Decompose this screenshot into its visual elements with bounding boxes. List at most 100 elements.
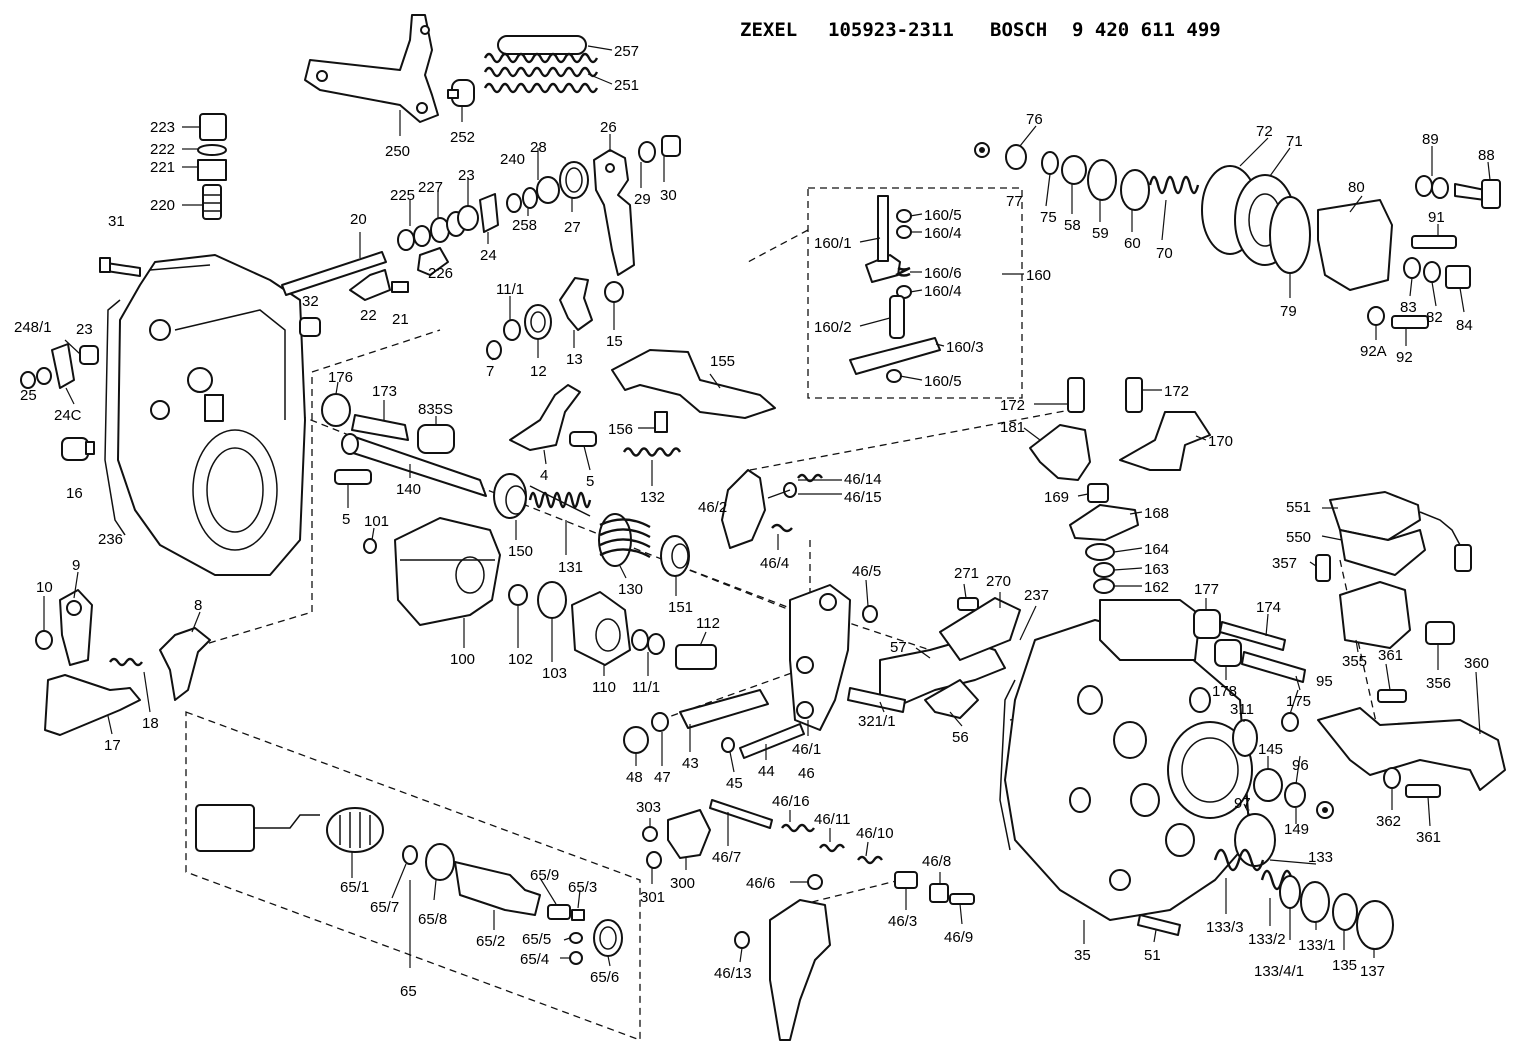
part-46-8-nut [929, 883, 949, 903]
label-48: 48 [626, 769, 643, 786]
label-151: 151 [668, 599, 693, 616]
label-45: 45 [726, 775, 743, 792]
label-28: 28 [530, 139, 547, 156]
part-15-nut [604, 281, 624, 303]
assembly-line [839, 619, 961, 661]
part-252-screw [447, 79, 475, 107]
part-65-4-nut [569, 951, 583, 965]
assembly-line [749, 409, 1071, 471]
label-170: 170 [1208, 433, 1233, 450]
part-24-plate [479, 193, 499, 233]
part-220-screw [202, 184, 222, 220]
part-168-plate [1069, 504, 1139, 541]
part-149-washer [1284, 782, 1306, 808]
part-550-solenoid-body [1339, 529, 1426, 576]
label-95: 95 [1316, 673, 1333, 690]
part-46-5-nut [862, 605, 878, 623]
label-361b: 361 [1416, 829, 1441, 846]
part-46-3-fitting [894, 871, 918, 889]
part-84-nut [1445, 265, 1471, 289]
part-79-plate [1269, 196, 1311, 274]
part-4-lever [509, 384, 581, 451]
part-251-springs [483, 52, 599, 94]
label-248-1: 248/1 [14, 319, 52, 336]
label-103: 103 [542, 665, 567, 682]
label-303: 303 [636, 799, 661, 816]
part-270-plate [939, 597, 1021, 661]
label-11-1a: 11/1 [496, 281, 524, 298]
part-47-washer [651, 712, 669, 732]
part-31-screw [99, 257, 141, 277]
label-24: 24 [480, 247, 497, 264]
label-164: 164 [1144, 541, 1169, 558]
part-77-ball [974, 142, 990, 158]
label-361a: 361 [1378, 647, 1403, 664]
label-84: 84 [1456, 317, 1473, 334]
part-58-plate [1061, 155, 1087, 185]
part-110-housing [571, 591, 631, 666]
label-65-9: 65/9 [530, 867, 559, 884]
label-12: 12 [530, 363, 547, 380]
part-32-nut [299, 317, 321, 337]
label-59: 59 [1092, 225, 1109, 242]
label-60: 60 [1124, 235, 1141, 252]
part-48-cap [623, 726, 649, 754]
part-92a-washer [1367, 306, 1385, 326]
part-24c-plate [51, 343, 75, 389]
part-321-1-pin [847, 687, 906, 713]
part-5-bolt [569, 431, 597, 447]
label-240: 240 [500, 151, 525, 168]
part-360-bracket [1317, 707, 1506, 791]
part-155-lever [611, 349, 776, 419]
part-88-bolt [1454, 179, 1501, 209]
label-57: 57 [890, 639, 907, 656]
label-226: 226 [428, 265, 453, 282]
part-65-5-washer [569, 932, 583, 944]
zexel-part-number: 105923-2311 [828, 19, 954, 41]
part-172a-screw [1067, 377, 1085, 413]
part-169-nut [1087, 483, 1109, 503]
part-23-nut [79, 345, 99, 365]
part-5-screw [334, 469, 372, 485]
part-46-4-spring [771, 523, 793, 533]
label-357: 357 [1272, 555, 1297, 572]
assembly-line [689, 569, 791, 609]
label-79: 79 [1280, 303, 1297, 320]
part-46-14-spring [797, 473, 823, 483]
part-300-bracket [667, 809, 711, 859]
label-181: 181 [1000, 419, 1025, 436]
label-65-1: 65/1 [340, 879, 369, 896]
part-101-pin [363, 538, 377, 554]
part-29-washer [638, 141, 656, 163]
part-labels: 257 251 250 252 223 222 221 220 31 32 20… [14, 43, 1495, 1000]
label-46-13: 46/13 [714, 965, 752, 982]
part-59-nut [1087, 159, 1117, 201]
part-46-11-spring [819, 843, 845, 853]
part-133-2-spring [1260, 869, 1294, 891]
part-145-nut [1253, 768, 1283, 802]
label-46-1: 46/1 [792, 741, 821, 758]
label-44: 44 [758, 763, 775, 780]
label-27: 27 [564, 219, 581, 236]
part-172b-screw [1125, 377, 1143, 413]
part-551-solenoid-top [1329, 491, 1472, 572]
part-65-2-valve-body [454, 861, 541, 916]
label-80: 80 [1348, 179, 1365, 196]
part-835s-nut [417, 424, 455, 454]
part-111-1-washers [631, 629, 665, 655]
label-43: 43 [682, 755, 699, 772]
label-18: 18 [142, 715, 159, 732]
label-83: 83 [1400, 299, 1417, 316]
part-223-cap [199, 113, 227, 141]
part-160-6-spring [895, 266, 911, 277]
label-23b: 23 [76, 321, 93, 338]
part-97-seal [1234, 813, 1276, 867]
label-169: 169 [1044, 489, 1069, 506]
label-160: 160 [1026, 267, 1051, 284]
assembly-line [1339, 559, 1381, 741]
label-227: 227 [418, 179, 443, 196]
part-221-nut [197, 159, 227, 181]
label-360: 360 [1464, 655, 1489, 672]
label-133-2: 133/2 [1248, 931, 1286, 948]
part-46-13-washer [734, 931, 750, 949]
